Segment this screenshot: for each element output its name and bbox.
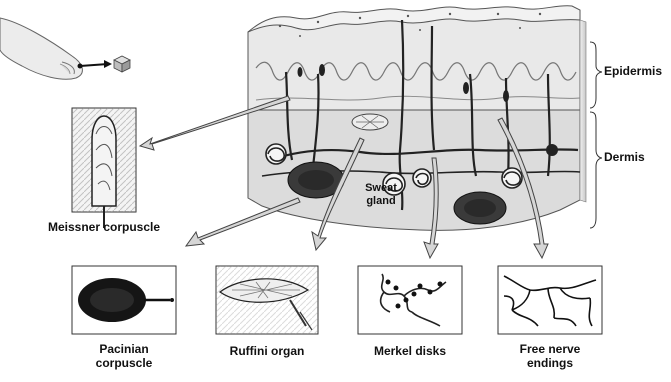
- finger-illustration: [0, 18, 130, 79]
- merkel-disks-label: Merkel disks: [358, 344, 462, 358]
- ruffini-organ-panel: [216, 266, 318, 334]
- pacinian-corpuscle-panel: [72, 266, 176, 334]
- free-nerve-endings-panel: [498, 266, 602, 334]
- meissner-corpuscle-panel: [72, 108, 136, 228]
- meissner-corpuscle-label: Meissner corpuscle: [40, 220, 168, 234]
- pacinian-in-skin-right: [454, 192, 506, 224]
- skin-block: [248, 6, 586, 231]
- coiled-gland-3: [413, 169, 431, 187]
- free-nerve-endings-label: Free nerve endings: [498, 342, 602, 370]
- ruffini-organ-label: Ruffini organ: [216, 344, 318, 358]
- merkel-disks-panel: [358, 266, 462, 334]
- ruffini-lace-in-skin: [352, 114, 388, 130]
- small-receptor-dot: [546, 144, 558, 156]
- sweat-gland-label: Sweat gland: [358, 182, 404, 208]
- dermis-label: Dermis: [604, 150, 645, 164]
- epidermis-label: Epidermis: [604, 64, 662, 78]
- dermis-bracket: [590, 112, 602, 228]
- epidermis-bracket: [590, 42, 602, 108]
- coiled-gland-1: [266, 144, 286, 164]
- object-cube-icon: [114, 56, 130, 72]
- coiled-gland-4: [502, 168, 522, 188]
- contact-point-icon: [78, 64, 83, 69]
- pacinian-corpuscle-label: Pacinian corpuscle: [72, 342, 176, 370]
